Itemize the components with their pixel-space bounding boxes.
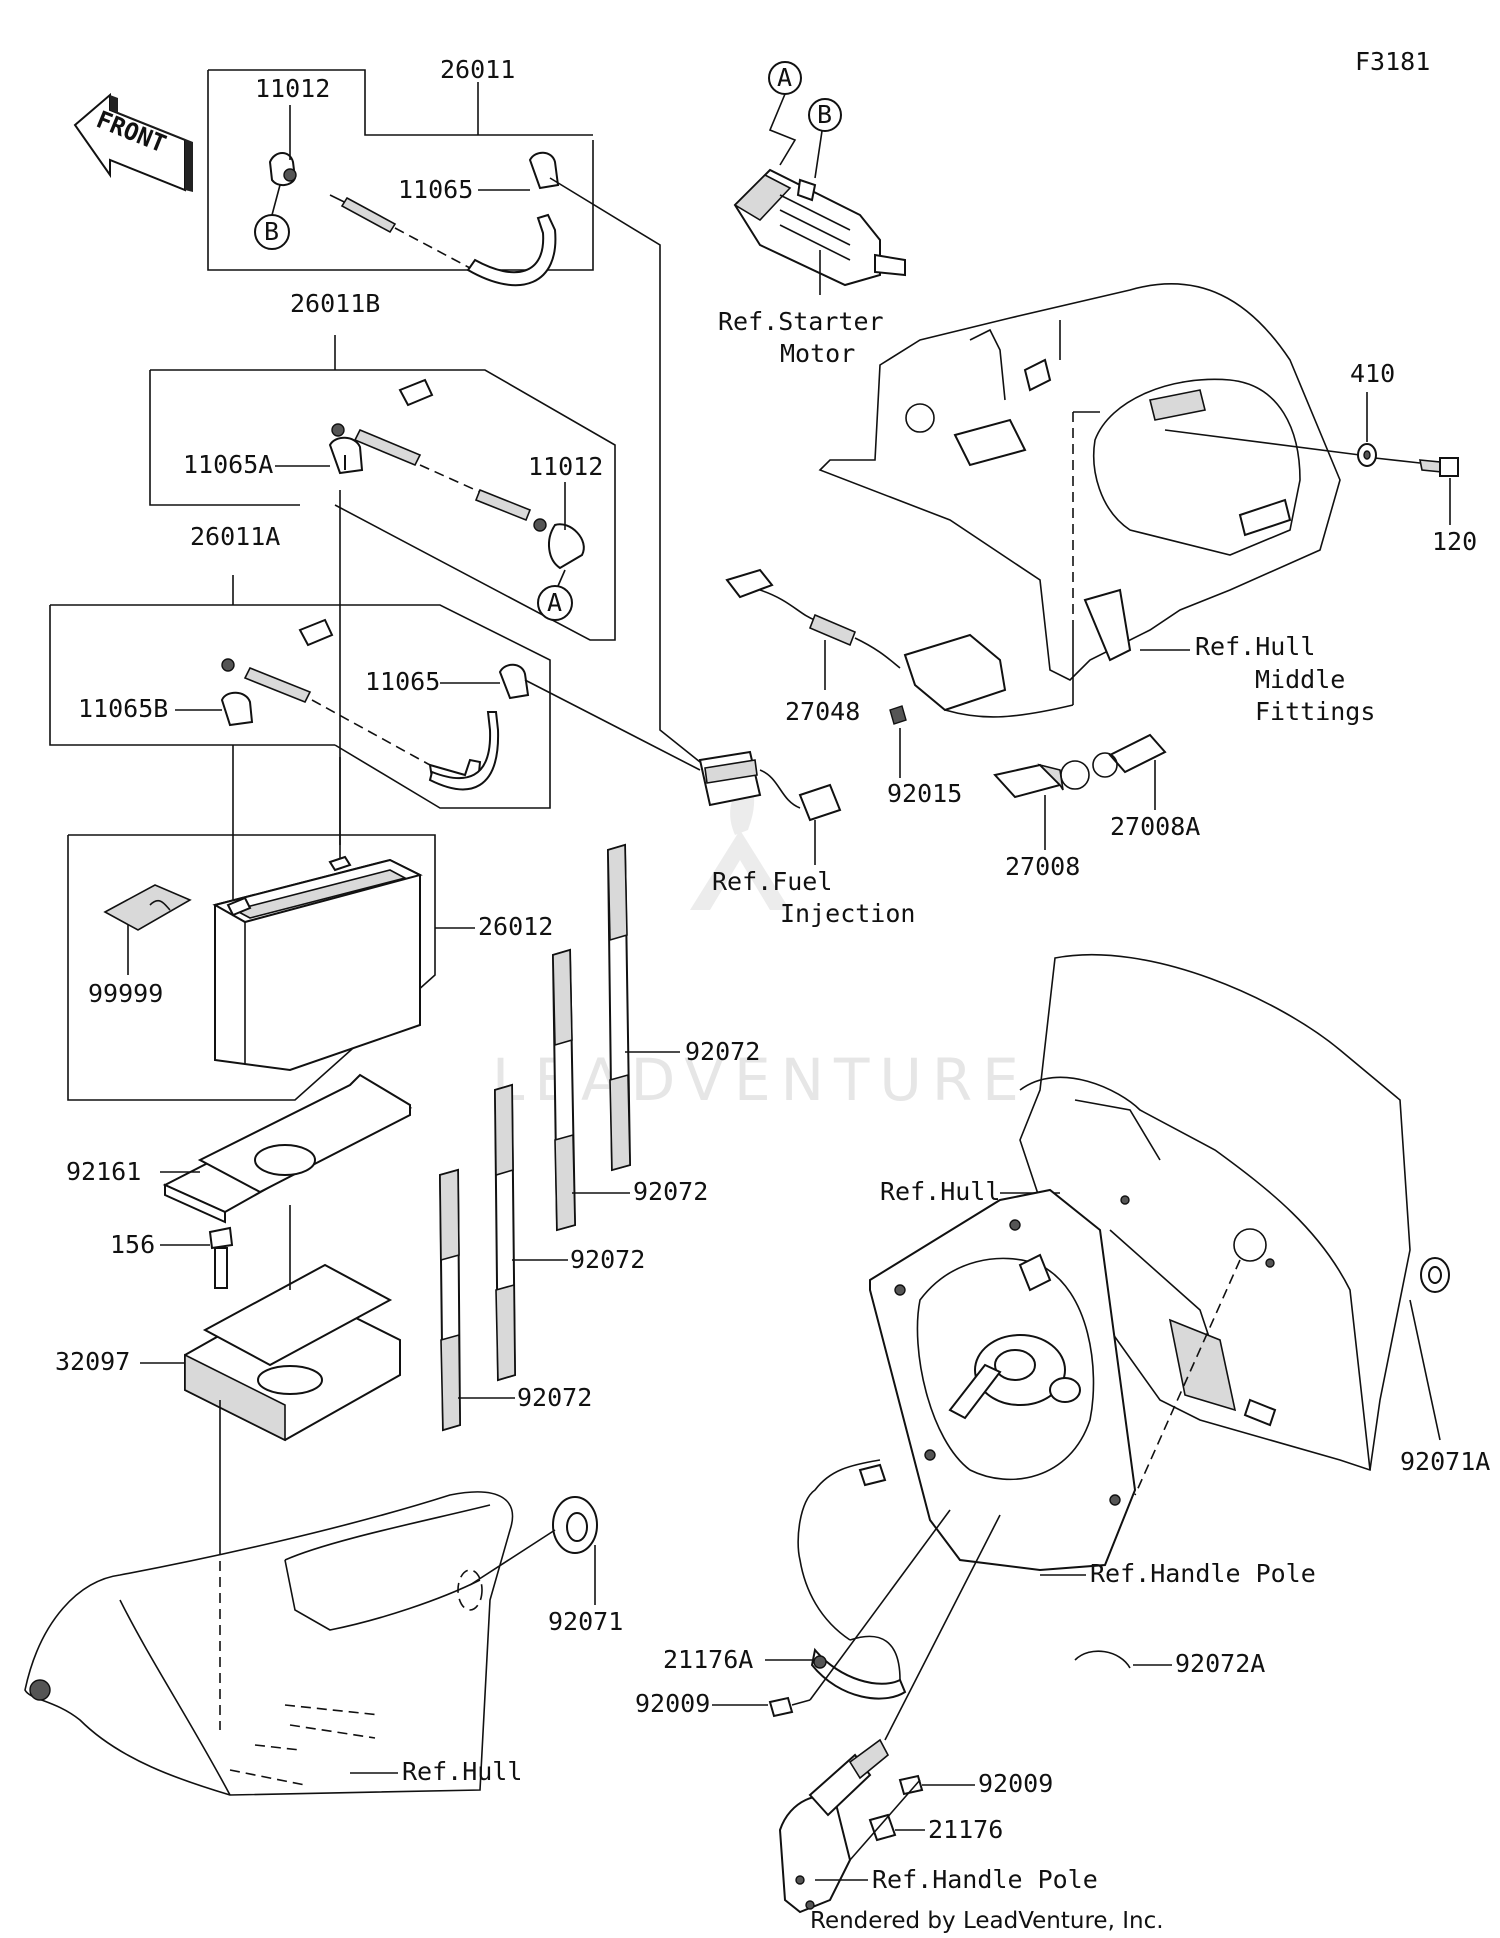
grommet-92071A (1420, 1257, 1450, 1293)
screw-92009-left (768, 1696, 811, 1718)
callout-b-starter: B (817, 100, 832, 129)
fuel-injection-connector (698, 750, 842, 822)
cable-26011B-group (149, 335, 616, 641)
label-92009-1: 92009 (635, 1689, 710, 1718)
label-92072-3: 92072 (570, 1245, 645, 1274)
label-156: 156 (110, 1230, 155, 1259)
sensor-21176A (810, 1647, 907, 1700)
credit-text: Rendered by LeadVenture, Inc. (810, 1908, 1164, 1934)
key-27008A (1092, 733, 1167, 778)
hull-right (1019, 953, 1411, 1472)
label-ref-hull-middle-3: Fittings (1255, 697, 1375, 726)
label-11065B: 11065B (78, 694, 168, 723)
label-92072-4: 92072 (517, 1383, 592, 1412)
key-27008 (993, 760, 1090, 799)
label-26011B: 26011B (290, 289, 380, 318)
label-26011: 26011 (440, 55, 515, 84)
label-ref-starter-1: Ref.Starter (718, 307, 884, 336)
battery-box-32097 (184, 1263, 401, 1442)
label-ref-hull-right: Ref.Hull (880, 1177, 1000, 1206)
label-27048: 27048 (785, 697, 860, 726)
strap-92072-a (606, 843, 632, 1172)
strap-92072-c (493, 1083, 517, 1382)
harness-27048 (725, 568, 1074, 718)
hull-middle-fittings (818, 283, 1341, 681)
clip-21176 (868, 1813, 897, 1842)
nut-92015 (889, 705, 907, 725)
label-27008A: 27008A (1110, 812, 1200, 841)
label-11065-top: 11065 (398, 175, 473, 204)
cable-26011A-group (49, 575, 551, 809)
label-92072-1: 92072 (685, 1037, 760, 1066)
starter-motor (733, 168, 906, 287)
handle-pole-plate (869, 1188, 1137, 1572)
label-92009-2: 92009 (978, 1769, 1053, 1798)
callout-a-mid: A (547, 588, 562, 617)
label-ref-handle-pole-1: Ref.Handle Pole (1090, 1559, 1316, 1588)
callout-b-circle-top (808, 98, 842, 132)
tray-plate-92161 (162, 1073, 413, 1224)
callout-a-circle-mid (537, 585, 573, 621)
label-92015: 92015 (887, 779, 962, 808)
label-ref-hull-bottom: Ref.Hull (402, 1757, 522, 1786)
label-ref-handle-pole-2: Ref.Handle Pole (872, 1865, 1098, 1894)
label-21176A: 21176A (663, 1645, 753, 1674)
label-410: 410 (1350, 359, 1395, 388)
watermark-logo: LEADVENTURE (492, 760, 1029, 1114)
cable-26011-group (207, 69, 594, 287)
label-ref-starter-2: Motor (780, 339, 855, 368)
screw-120 (1419, 457, 1459, 477)
label-21176: 21176 (928, 1815, 1003, 1844)
callout-a-top: A (777, 63, 792, 92)
label-32097: 32097 (55, 1347, 130, 1376)
diagram-code: F3181 (1355, 47, 1430, 76)
label-11012-top: 11012 (255, 74, 330, 103)
label-92072A: 92072A (1175, 1649, 1265, 1678)
label-27008: 27008 (1005, 852, 1080, 881)
washer-410 (1357, 443, 1377, 467)
label-92071A: 92071A (1400, 1447, 1490, 1476)
strap-92072-d (438, 1168, 462, 1432)
callout-b-top: B (264, 217, 279, 246)
label-11065A: 11065A (183, 450, 273, 479)
label-26012: 26012 (478, 912, 553, 941)
watermark-text: LEADVENTURE (492, 1046, 1029, 1114)
label-92071: 92071 (548, 1607, 623, 1636)
label-11065-mid: 11065 (365, 667, 440, 696)
band-92072A (1074, 1650, 1131, 1669)
hull-lower-left (24, 1491, 514, 1796)
handle-pole-lower (778, 1738, 890, 1914)
bolt-156 (208, 1226, 234, 1289)
label-11012-mid: 11012 (528, 452, 603, 481)
sensor-wire (797, 1459, 881, 1641)
label-ref-hull-middle-2: Middle (1255, 665, 1345, 694)
label-92161: 92161 (66, 1157, 141, 1186)
label-120: 120 (1432, 527, 1477, 556)
label-ref-fuel-1: Ref.Fuel (712, 867, 832, 896)
strap-92072-b (551, 948, 577, 1232)
label-99999: 99999 (88, 979, 163, 1008)
label-ref-fuel-2: Injection (780, 899, 915, 928)
battery-26012-group (67, 834, 436, 1101)
grommet-92071 (552, 1496, 598, 1554)
screw-92009-right (898, 1774, 924, 1796)
label-92072-2: 92072 (633, 1177, 708, 1206)
label-26011A: 26011A (190, 522, 280, 551)
front-arrow-icon: FRONT (73, 92, 193, 192)
label-ref-hull-middle-1: Ref.Hull (1195, 632, 1315, 661)
